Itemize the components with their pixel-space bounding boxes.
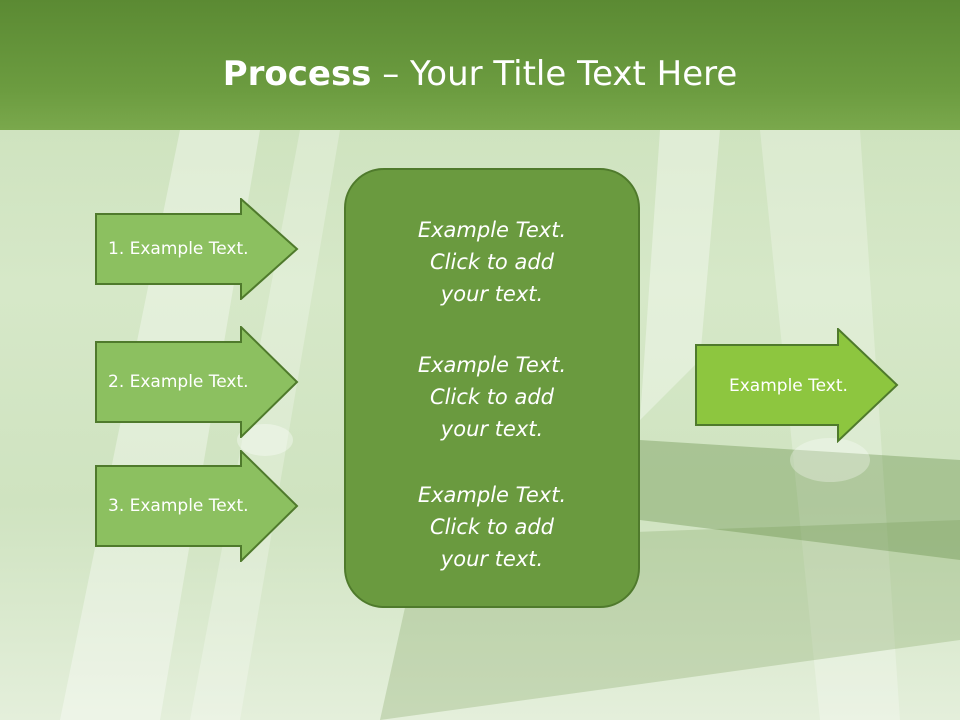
block-line: your text. (440, 417, 544, 441)
input-arrow-2[interactable]: 2. Example Text. (95, 326, 300, 438)
arrow-shape (95, 198, 299, 300)
block-line: Example Text. (417, 353, 567, 377)
input-arrow-label: 1. Example Text. (108, 239, 249, 259)
header-bar: Process – Your Title Text Here (0, 0, 960, 130)
input-arrow-3[interactable]: 3. Example Text. (95, 450, 300, 562)
block-line: Example Text. (417, 218, 567, 242)
center-text-block-2[interactable]: Example Text. Click to add your text. (346, 349, 638, 445)
block-line: Click to add (429, 385, 554, 409)
arrow-shape (95, 326, 299, 438)
output-arrow-label: Example Text. (729, 375, 848, 396)
block-line: Click to add (429, 250, 554, 274)
center-text-block-1[interactable]: Example Text. Click to add your text. (346, 214, 638, 310)
block-line: your text. (440, 547, 544, 571)
arrow-shape (95, 450, 299, 562)
title-rest-part: – Your Title Text Here (371, 54, 738, 94)
block-line: Click to add (429, 515, 554, 539)
input-arrow-1[interactable]: 1. Example Text. (95, 198, 300, 300)
block-line: Example Text. (417, 483, 567, 507)
block-line: your text. (440, 282, 544, 306)
output-arrow[interactable]: Example Text. (695, 328, 900, 443)
input-arrow-label: 3. Example Text. (108, 496, 249, 516)
arrow-shape (695, 328, 899, 443)
center-process-box[interactable]: Example Text. Click to add your text. Ex… (344, 168, 640, 608)
input-arrow-label: 2. Example Text. (108, 372, 249, 392)
slide-title: Process – Your Title Text Here (0, 52, 960, 96)
title-bold-part: Process (222, 54, 372, 94)
center-text-block-3[interactable]: Example Text. Click to add your text. (346, 479, 638, 575)
